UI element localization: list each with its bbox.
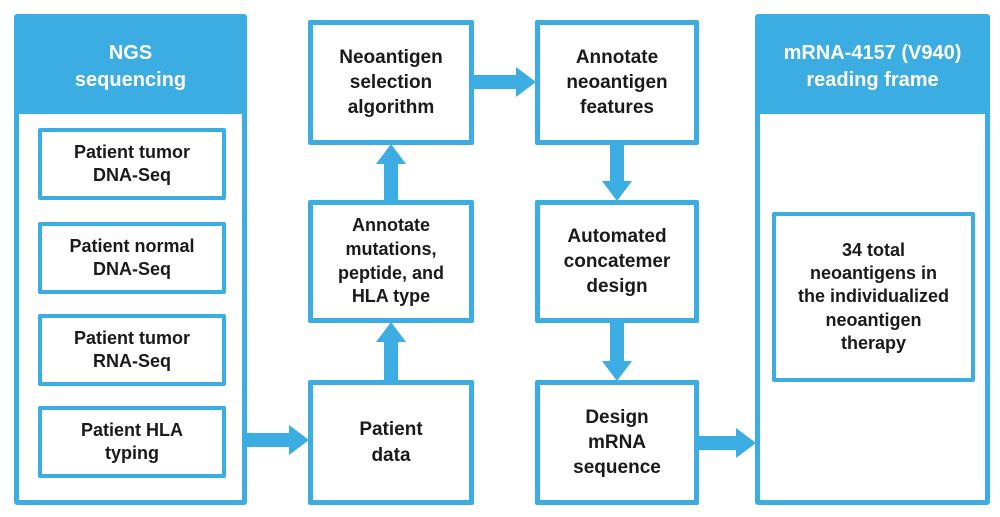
arrow-features-to-concatemer	[602, 144, 632, 201]
concatemer-design-box: Automated concatemer design	[535, 200, 699, 323]
mrna-4157-panel: mRNA-4157 (V940) reading frame 34 total …	[755, 14, 990, 505]
arrow-down-head-icon	[602, 361, 632, 381]
arrow-shaft	[384, 342, 398, 381]
arrow-patient-data-to-annotate-mutations	[376, 322, 406, 381]
patient-normal-dna-seq-box: Patient normal DNA-Seq	[38, 222, 226, 294]
arrow-design-mrna-to-reading-frame	[698, 428, 756, 458]
annotate-mutations-box: Annotate mutations, peptide, and HLA typ…	[308, 200, 474, 323]
mrna-4157-panel-title: mRNA-4157 (V940) reading frame	[760, 19, 985, 114]
patient-data-box: Patient data	[308, 380, 474, 505]
arrow-up-head-icon	[376, 322, 406, 342]
arrow-shaft	[610, 322, 624, 361]
arrow-hla-to-patient-data	[246, 425, 309, 455]
patient-tumor-dna-seq-box: Patient tumor DNA-Seq	[38, 128, 226, 200]
arrow-concatemer-to-design-mrna	[602, 322, 632, 381]
arrow-shaft	[610, 144, 624, 181]
neoantigen-selection-box: Neoantigen selection algorithm	[308, 20, 474, 145]
arrow-shaft	[698, 436, 736, 450]
arrow-down-head-icon	[602, 181, 632, 201]
arrow-up-head-icon	[376, 144, 406, 164]
arrow-shaft	[473, 75, 516, 89]
arrow-right-head-icon	[289, 425, 309, 455]
arrow-shaft	[384, 164, 398, 201]
annotate-features-box: Annotate neoantigen features	[535, 20, 699, 145]
patient-hla-typing-box: Patient HLA typing	[38, 406, 226, 478]
neoantigen-therapy-result-box: 34 total neoantigens in the individualiz…	[772, 212, 975, 382]
ngs-sequencing-panel-title: NGS sequencing	[19, 19, 242, 114]
design-mrna-box: Design mRNA sequence	[535, 380, 699, 505]
arrow-right-head-icon	[516, 67, 536, 97]
arrow-shaft	[246, 433, 289, 447]
arrow-selection-to-annotate-features	[473, 67, 536, 97]
ngs-sequencing-panel: NGS sequencing Patient tumor DNA-Seq Pat…	[14, 14, 247, 505]
arrow-annotate-mutations-to-selection	[376, 144, 406, 201]
arrow-right-head-icon	[736, 428, 756, 458]
patient-tumor-rna-seq-box: Patient tumor RNA-Seq	[38, 314, 226, 386]
